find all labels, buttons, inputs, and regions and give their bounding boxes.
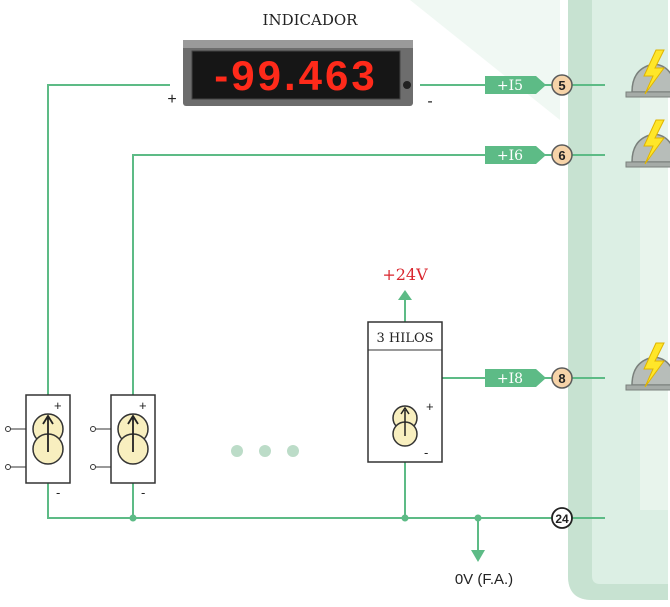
terminal-number: 8 — [558, 371, 565, 386]
terminal-number: 6 — [558, 148, 565, 163]
three-wire-label: 3 HILOS — [376, 331, 433, 346]
junction-dots — [129, 514, 482, 522]
input-i8: +I8 8 — [485, 367, 573, 389]
wire-indicator-plus — [47, 84, 170, 395]
input-label: +I5 — [497, 78, 523, 94]
indicator-plus: + — [167, 91, 176, 108]
source-plus: + — [139, 398, 147, 413]
input-label: +I8 — [497, 371, 523, 387]
source-minus: - — [56, 485, 60, 500]
three-wire-transmitter: 3 HILOS + - — [367, 321, 443, 463]
ellipsis-dots — [231, 445, 299, 457]
three-wire-plus: + — [426, 399, 434, 414]
indicator-minus: - — [427, 93, 432, 110]
common-terminal: 24 — [551, 507, 573, 529]
input-label: +I6 — [497, 148, 523, 164]
input-i6: +I6 6 — [485, 144, 573, 166]
input-i5: +I5 5 — [485, 74, 573, 96]
two-wire-source: + - — [5, 394, 71, 500]
supply-label: +24V — [382, 265, 428, 284]
source-plus: + — [54, 398, 62, 413]
supply-arrow-icon — [398, 290, 412, 300]
terminal-number: 24 — [555, 512, 569, 526]
indicator-display: -99.463 — [183, 40, 413, 106]
indicator-reading: -99.463 — [214, 52, 377, 99]
indicator-title: INDICADOR — [263, 11, 359, 29]
source-minus: - — [141, 485, 145, 500]
terminal-number: 5 — [558, 78, 565, 93]
ground-arrow-icon — [471, 550, 485, 562]
wire-common — [47, 483, 605, 519]
ground-label: 0V (F.A.) — [455, 571, 513, 588]
wire-i6 — [132, 154, 605, 395]
three-wire-minus: - — [424, 445, 428, 460]
two-wire-source: + - — [90, 394, 156, 500]
